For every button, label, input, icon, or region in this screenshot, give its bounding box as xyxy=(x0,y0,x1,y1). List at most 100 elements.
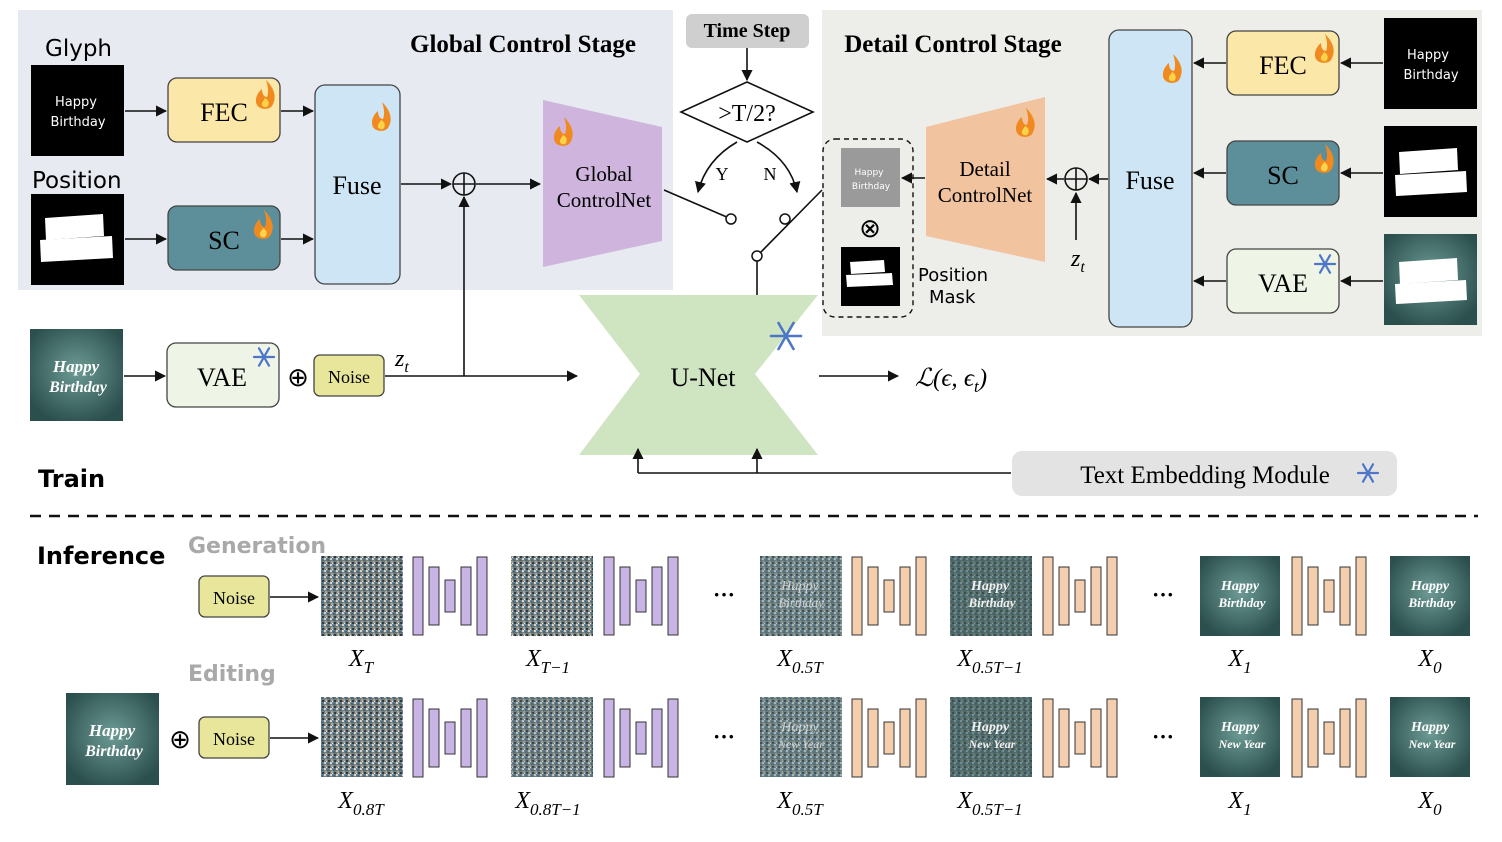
mini-happy: Happy xyxy=(854,168,884,178)
gen-step-image-x1: Happy Birthday xyxy=(1200,556,1280,636)
edit-x1-text-1: Happy xyxy=(1220,720,1260,735)
network-bar xyxy=(899,566,911,626)
network-bar xyxy=(444,721,456,755)
edit-noise-label: Noise xyxy=(213,729,255,749)
edit-x1-text-2: New Year xyxy=(1218,737,1266,751)
global-fec-label: FEC xyxy=(200,98,248,127)
gen-x0-text-2: Birthday xyxy=(1408,595,1456,610)
snowflake-icon xyxy=(252,347,276,367)
network-bar xyxy=(1291,698,1303,778)
network-bar xyxy=(1106,556,1118,636)
fire-icon xyxy=(1314,144,1334,173)
edit-x05t1-text-1: Happy xyxy=(970,720,1010,735)
position-box-2 xyxy=(40,236,113,262)
time-step-box xyxy=(686,14,809,48)
yes-branch-arrow xyxy=(695,141,738,194)
gen-x1-text-2: Birthday xyxy=(1218,595,1266,610)
time-step-label: Time Step xyxy=(704,20,791,42)
detail-glyph-text-2: Birthday xyxy=(1403,68,1458,83)
detail-sc-box xyxy=(1226,140,1340,206)
detail-vae-label: VAE xyxy=(1258,269,1308,298)
edit-step-image-x0: Happy New Year xyxy=(1390,697,1470,777)
global-fec-box xyxy=(167,77,281,143)
global-sc-box xyxy=(167,205,281,271)
network-bar xyxy=(1090,566,1102,626)
switch-lever xyxy=(756,189,823,257)
fire-icon xyxy=(253,210,273,239)
position-mask-label-2: Mask xyxy=(929,287,976,308)
detail-fuse-box xyxy=(1108,29,1193,328)
yes-label: Y xyxy=(716,164,729,184)
network-bar xyxy=(1074,721,1086,755)
global-cn-label-1: Global xyxy=(575,162,632,186)
network-bar xyxy=(651,566,663,626)
detail-glyph-image xyxy=(1384,18,1477,109)
train-input-text-1: Happy xyxy=(52,357,100,376)
otimes-symbol: ⊗ xyxy=(859,214,881,244)
gen-label-1: XT−1 xyxy=(525,646,570,677)
unet-shape xyxy=(579,295,818,455)
network-bar xyxy=(619,566,631,626)
decision-diamond xyxy=(679,81,815,143)
gen-step-image-x05t-1: Happy Birthday xyxy=(950,556,1032,636)
global-fuse-label: Fuse xyxy=(332,171,381,200)
edit-label-1: X0.8T−1 xyxy=(514,788,580,819)
text-embedding-label: Text Embedding Module xyxy=(1080,462,1330,489)
decision-label: >T/2? xyxy=(718,101,776,127)
edit-x0-text-1: Happy xyxy=(1410,720,1450,735)
no-label: N xyxy=(764,164,777,184)
network-bar xyxy=(667,556,679,636)
editing-label: Editing xyxy=(188,662,276,687)
network-bar xyxy=(1291,556,1303,636)
network-bar xyxy=(1042,698,1054,778)
denoise-network-icons xyxy=(412,556,1367,778)
network-bar xyxy=(867,566,879,626)
fire-icon xyxy=(1162,54,1182,83)
gen-x05t1-text-1: Happy xyxy=(970,579,1010,594)
edit-step-image-x1: Happy New Year xyxy=(1200,697,1280,777)
train-label: Train xyxy=(38,465,105,493)
gen-step-image-x05t: Happy Birthday xyxy=(760,556,842,636)
detail-fec-box xyxy=(1226,30,1340,96)
detail-pos-box-1 xyxy=(1399,148,1458,174)
network-bar xyxy=(603,698,615,778)
edit-step-image-x08t xyxy=(321,697,403,777)
fire-icon xyxy=(553,117,573,146)
detail-vae-box xyxy=(1226,248,1340,314)
network-bar xyxy=(1323,721,1335,755)
network-bar xyxy=(883,721,895,755)
inference-label: Inference xyxy=(37,542,165,570)
global-stage-title: Global Control Stage xyxy=(410,31,636,58)
glyph-label: Glyph xyxy=(45,36,112,62)
detail-glyph-text-1: Happy xyxy=(1407,48,1449,63)
edit-input-text-1: Happy xyxy=(88,721,136,740)
zt-detail-label: zt xyxy=(1070,246,1085,276)
network-bar xyxy=(460,566,472,626)
fire-icon xyxy=(255,80,275,109)
gen-label-5: X0 xyxy=(1417,646,1442,677)
detail-cn-label-2: ControlNet xyxy=(938,183,1033,207)
network-bar xyxy=(851,698,863,778)
network-bar xyxy=(476,556,488,636)
network-bar xyxy=(915,556,927,636)
gen-label-0: XT xyxy=(348,646,375,677)
switch-pivot xyxy=(751,250,763,262)
gen-label-4: X1 xyxy=(1227,646,1251,677)
train-noise-label: Noise xyxy=(328,367,370,387)
gen-step-image-x0: Happy Birthday xyxy=(1390,556,1470,636)
network-bar xyxy=(1323,579,1335,613)
no-branch-arrow xyxy=(756,141,801,194)
switch-contact-left xyxy=(725,213,737,225)
network-bar xyxy=(1090,708,1102,768)
network-bar xyxy=(667,698,679,778)
network-bar xyxy=(460,708,472,768)
network-bar xyxy=(1074,579,1086,613)
network-bar xyxy=(635,721,647,755)
glyph-mini-image xyxy=(841,148,900,207)
edit-x05t-text-2: New Year xyxy=(777,737,824,751)
network-bar xyxy=(1355,698,1367,778)
oplus-train: ⊕ xyxy=(287,363,309,393)
network-bar xyxy=(851,556,863,636)
